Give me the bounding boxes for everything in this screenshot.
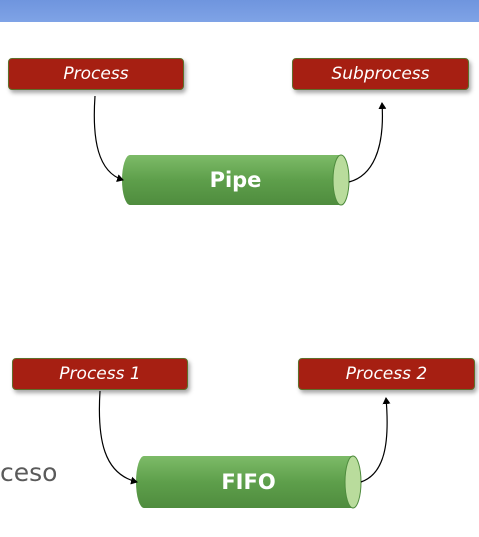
fifo-label: FIFO bbox=[221, 470, 276, 494]
pipe-cylinder bbox=[122, 154, 350, 206]
slide-top-band bbox=[0, 0, 479, 22]
pipe-label: Pipe bbox=[209, 168, 262, 192]
process2-label: Process 2 bbox=[345, 364, 428, 384]
process1-label: Process 1 bbox=[59, 364, 141, 384]
process-label: Process bbox=[63, 64, 129, 84]
process1-box: Process 1 bbox=[12, 358, 188, 390]
subprocess-box: Subprocess bbox=[292, 58, 469, 90]
arrow-fifo-to-process2 bbox=[360, 397, 391, 483]
process-box: Process bbox=[8, 58, 184, 90]
arrow-process-to-pipe bbox=[93, 95, 124, 182]
arrow-pipe-to-subprocess bbox=[348, 102, 387, 183]
subprocess-label: Subprocess bbox=[331, 64, 430, 84]
background-text-fragment: ceso bbox=[0, 458, 58, 487]
process2-box: Process 2 bbox=[298, 358, 475, 390]
arrow-process1-to-fifo bbox=[98, 390, 138, 485]
